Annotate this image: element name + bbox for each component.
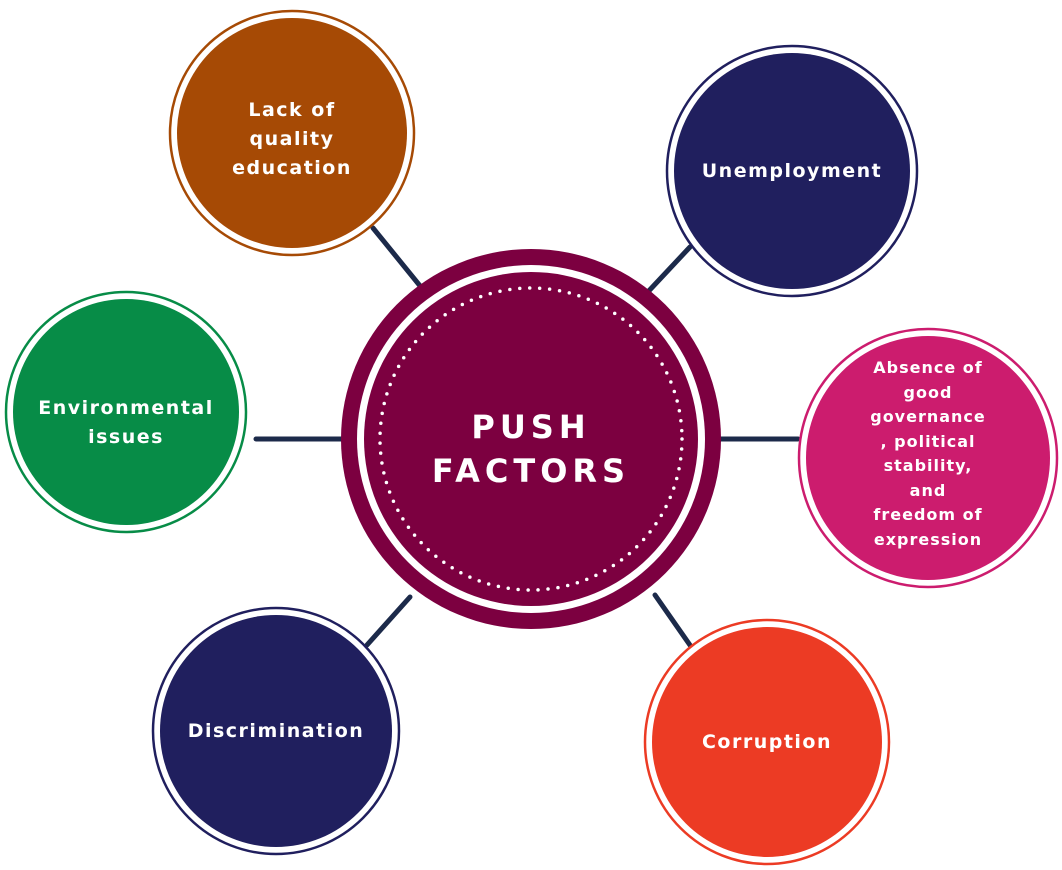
label-unemployment: Unemployment [682, 146, 902, 196]
label-line: governance [870, 407, 986, 426]
connector-discrimination [364, 594, 413, 648]
center-title: PUSH FACTORS [391, 399, 671, 499]
center-title-line-1: PUSH [471, 408, 591, 446]
label-line: Environmental [38, 397, 214, 419]
node-disc [160, 615, 392, 847]
node-unemployment [665, 44, 919, 298]
label-line: Unemployment [701, 159, 883, 182]
node-discrimination [151, 606, 401, 856]
connectors [253, 225, 801, 651]
node-lack-of-quality-education [168, 9, 416, 257]
label-line: expression [873, 529, 983, 549]
label-line: good [903, 382, 953, 402]
connector-unemployment [642, 244, 693, 298]
center-dotted-ring [378, 286, 684, 592]
label-line: Discrimination [187, 719, 365, 742]
node-disc [806, 336, 1050, 580]
node-environmental-issues [4, 290, 248, 534]
label-environmental-issues: Environmental issues [16, 373, 236, 473]
label-line: Corruption [701, 730, 833, 753]
node-disc [177, 18, 407, 248]
label-line: stability, [883, 456, 973, 475]
label-lack-of-quality-education: Lack of quality education [192, 64, 392, 214]
label-line: freedom of [873, 505, 983, 524]
label-line: quality [249, 127, 335, 150]
label-line: Absence of [873, 358, 983, 377]
label-corruption: Corruption [667, 717, 867, 767]
label-discrimination: Discrimination [166, 706, 386, 756]
connector-corruption [652, 592, 695, 651]
connector-lack-of-quality-education [370, 225, 428, 295]
label-line: education [232, 156, 352, 179]
node-corruption [643, 618, 891, 866]
center-title-line-2: FACTORS [431, 452, 631, 490]
center-hub [341, 249, 721, 629]
node-disc [652, 627, 882, 857]
label-line: issues [88, 426, 164, 448]
label-line: , political [880, 431, 976, 451]
center-inner-disc [364, 272, 698, 606]
label-line: Lack of [248, 98, 336, 121]
label-absence-of-good-governance: Absence of good governance , political stabi… [838, 352, 1018, 556]
node-disc [13, 299, 239, 525]
node-disc [674, 53, 910, 289]
node-absence-of-good-governance [797, 327, 1059, 589]
label-line: and [909, 480, 947, 500]
